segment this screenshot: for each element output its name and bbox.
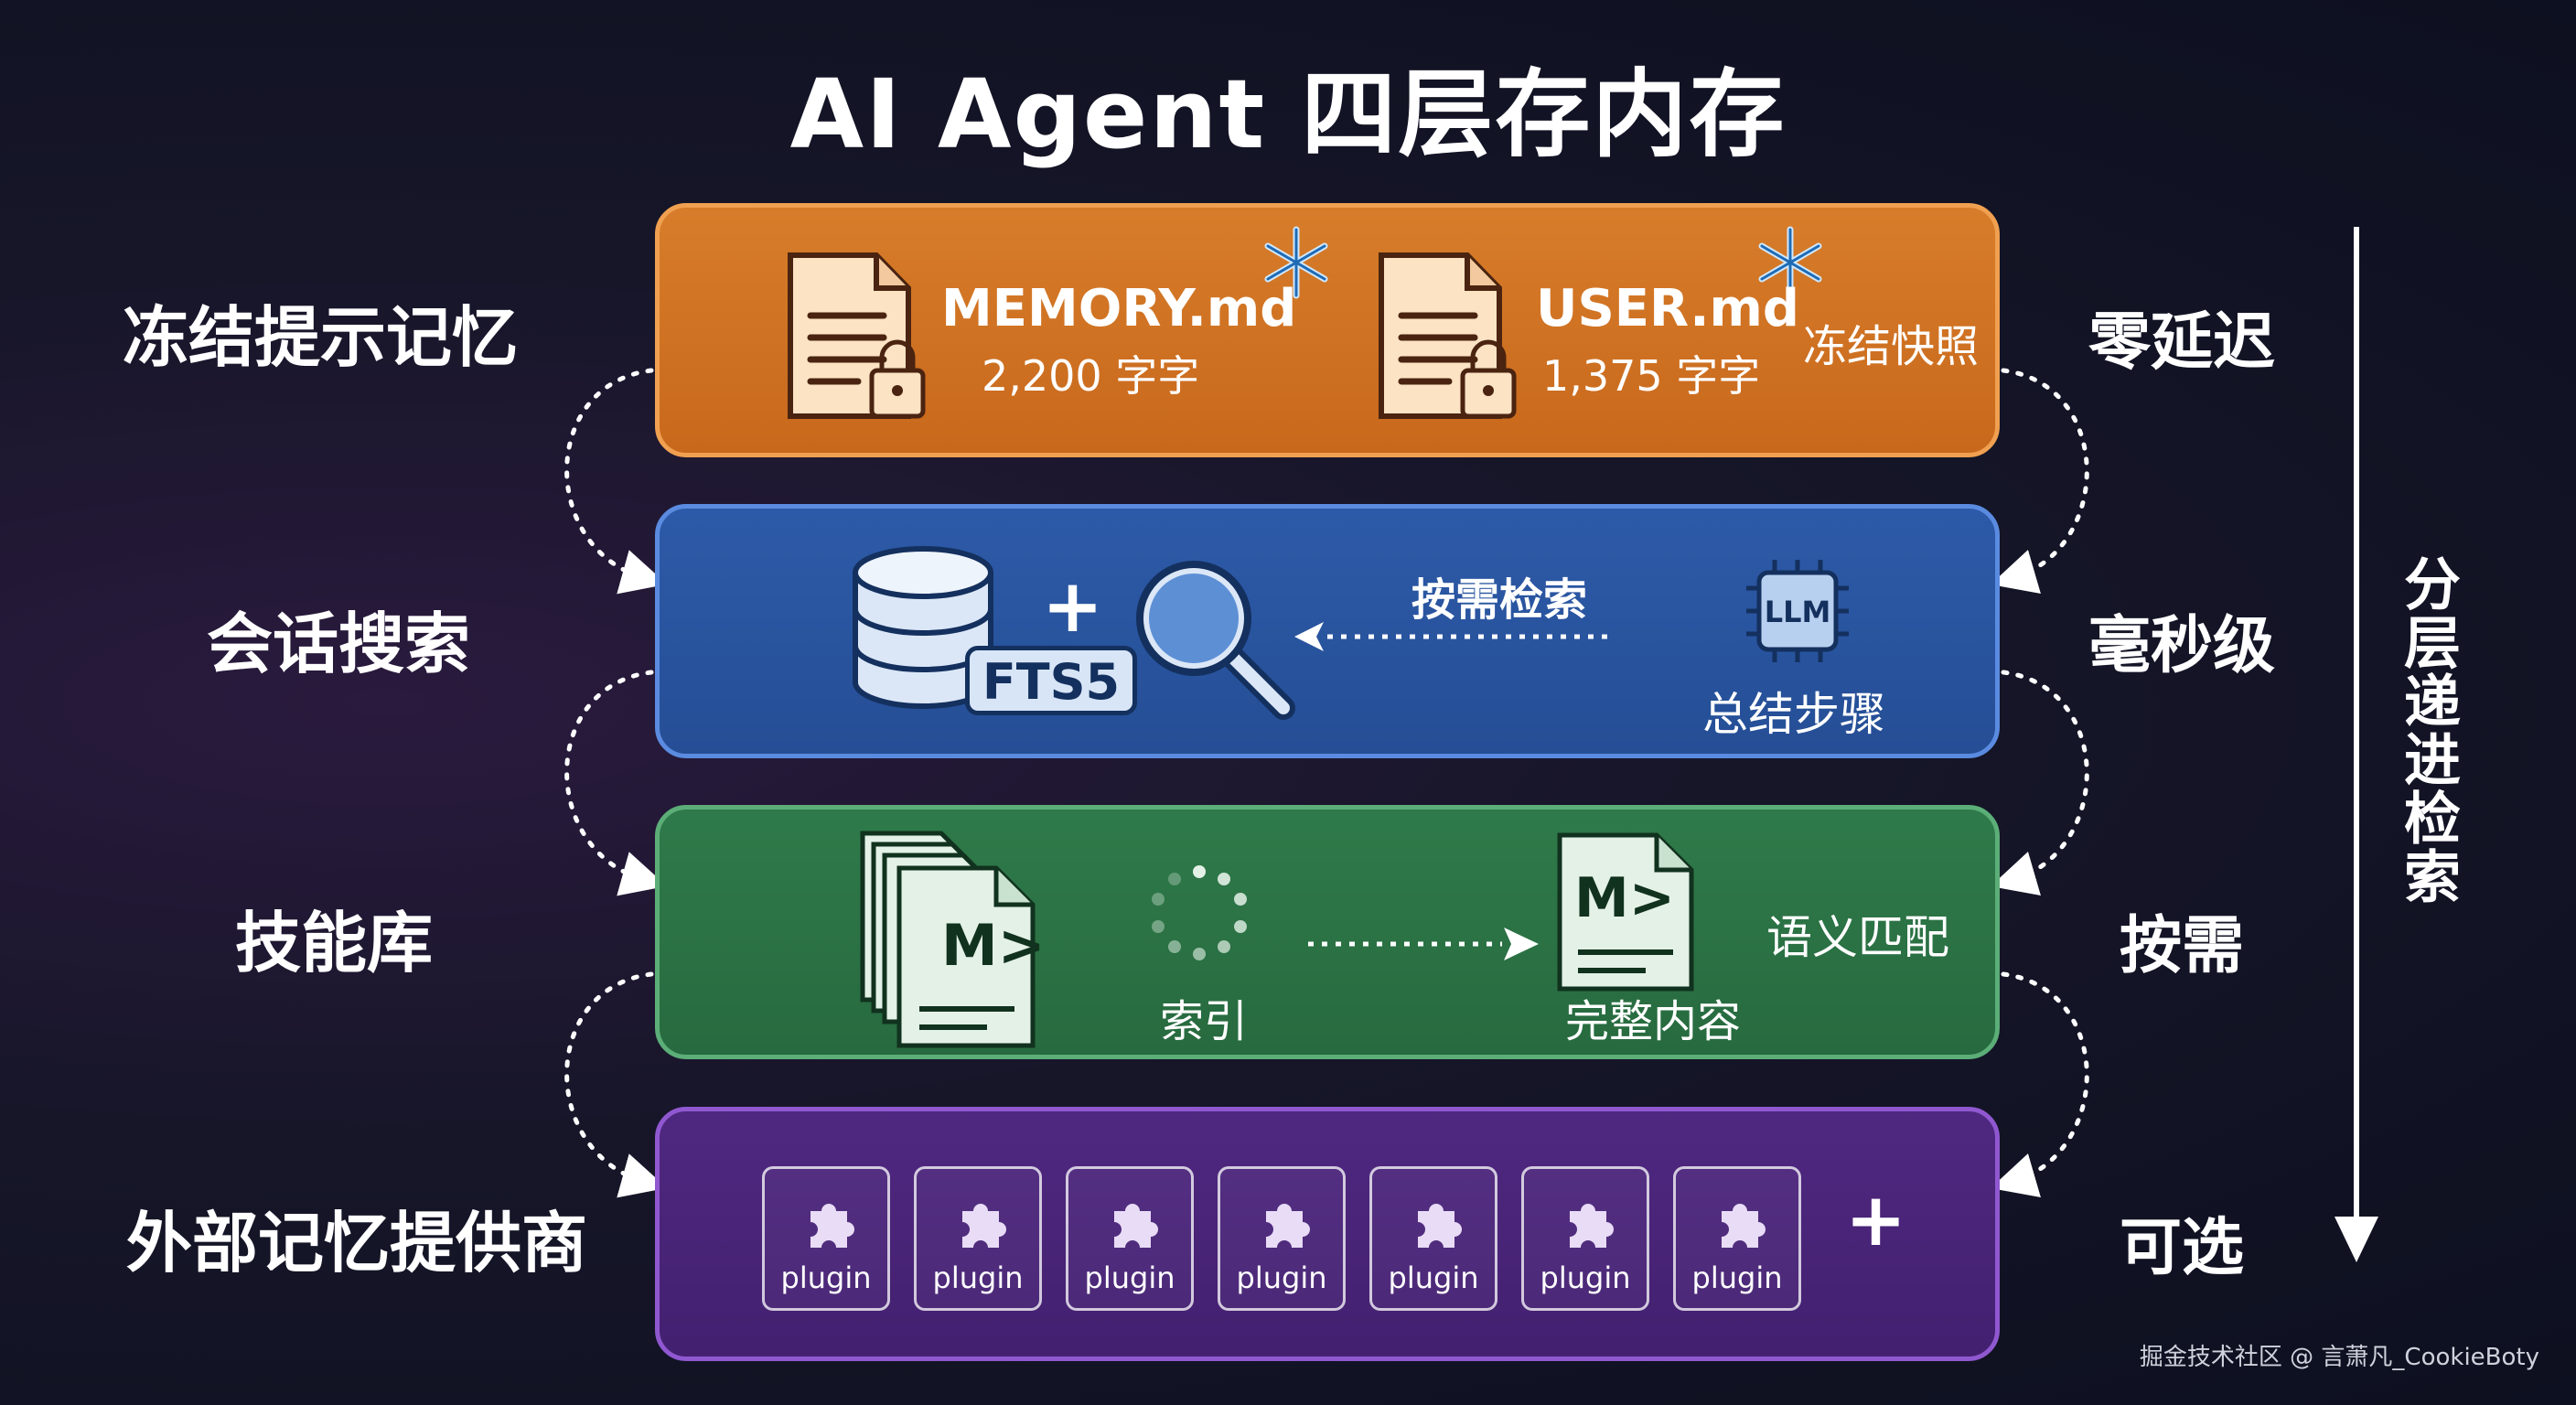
layer-frozen-memory-panel: MEMORY.md 2,200 字字 USER.md 1,375 字字 冻结快照: [655, 203, 2000, 457]
puzzle-icon: [1266, 1204, 1310, 1248]
puzzle-icon: [1722, 1204, 1766, 1248]
locked-file-icon: [1379, 252, 1517, 419]
plugin-label: plugin: [1691, 1260, 1783, 1295]
summary-step-label: 总结步骤: [1702, 688, 1885, 741]
markdown-glyph-target: M>: [1574, 866, 1675, 930]
llm-chip-icon: [1746, 560, 1849, 662]
plugin-label: plugin: [1388, 1260, 1479, 1295]
match-arrow: [1308, 928, 1539, 960]
down-arrow-icon: [2334, 227, 2378, 1262]
magnifier-icon: [1136, 561, 1295, 720]
puzzle-icon: [1418, 1204, 1462, 1248]
user-file-name: USER.md: [1536, 279, 1799, 338]
plugin-tile: plugin: [914, 1166, 1042, 1311]
plugin-label: plugin: [1540, 1260, 1631, 1295]
markdown-glyph: M>: [941, 912, 1046, 979]
plugin-tile: plugin: [1218, 1166, 1346, 1311]
memory-file-size: 2,200 字字: [982, 351, 1200, 401]
plugin-label: plugin: [1236, 1260, 1327, 1295]
latency-label-zero: 零延迟: [2088, 306, 2275, 379]
snowflake-icon: [1758, 226, 1822, 299]
plugin-tile: plugin: [1066, 1166, 1194, 1311]
layer-session-search-panel: + FTS5 按需检索 LLM 总结步骤: [655, 504, 2000, 758]
plugin-label: plugin: [780, 1260, 872, 1295]
snowflake-icon: [1264, 226, 1328, 299]
memory-file-name: MEMORY.md: [941, 279, 1297, 338]
frozen-snapshot-label: 冻结快照: [1803, 321, 1980, 372]
layered-retrieval-label: 分层递进检索: [2394, 554, 2461, 906]
full-content-label: 完整内容: [1565, 996, 1742, 1047]
latency-label-on-demand: 按需: [2119, 910, 2244, 982]
semantic-match-label: 语义匹配: [1766, 911, 1949, 964]
puzzle-icon: [1570, 1204, 1614, 1248]
llm-label: LLM: [1764, 595, 1831, 629]
plugin-tile: plugin: [1369, 1166, 1497, 1311]
plugin-tile: plugin: [762, 1166, 890, 1311]
page-title: AI Agent 四层存内存: [789, 59, 1787, 170]
retrieve-arrow: [1294, 622, 1611, 651]
layer-label-frozen-memory: 冻结提示记忆: [122, 299, 518, 376]
user-file-size: 1,375 字字: [1542, 351, 1761, 401]
latency-label-optional: 可选: [2119, 1212, 2244, 1284]
puzzle-icon: [1114, 1204, 1158, 1248]
plugin-label: plugin: [1084, 1260, 1175, 1295]
footer-credit: 掘金技术社区 @ 言萧凡_CookieBoty: [2139, 1344, 2539, 1371]
markdown-file-icon: [860, 831, 1036, 1048]
latency-label-ms: 毫秒级: [2088, 610, 2275, 682]
layer-skill-library-panel: M> 索引 M> 语义匹配 完整内容: [655, 805, 2000, 1059]
plugin-label: plugin: [932, 1260, 1024, 1295]
plus-sign: +: [1042, 563, 1104, 649]
on-demand-retrieve-label: 按需检索: [1411, 574, 1588, 626]
index-label: 索引: [1160, 996, 1249, 1047]
markdown-file-icon: [1557, 832, 1694, 992]
locked-file-icon: [788, 252, 926, 419]
plugin-tile: plugin: [1521, 1166, 1649, 1311]
layer-label-session-search: 会话搜索: [206, 606, 470, 682]
plugin-tile: plugin: [1673, 1166, 1801, 1311]
fts5-label: FTS5: [982, 653, 1121, 711]
fts5-badge: [965, 646, 1137, 715]
puzzle-icon: [962, 1204, 1006, 1248]
layer-label-skill-library: 技能库: [234, 905, 433, 981]
loading-spinner-icon: [1152, 865, 1247, 960]
layer-label-external-provider: 外部记忆提供商: [125, 1205, 587, 1282]
plus-more-sign: +: [1845, 1177, 1907, 1262]
layer-external-provider-panel: + plugin plugin plugin plugin plugin plugin pl…: [655, 1107, 2000, 1361]
puzzle-icon: [810, 1204, 854, 1248]
